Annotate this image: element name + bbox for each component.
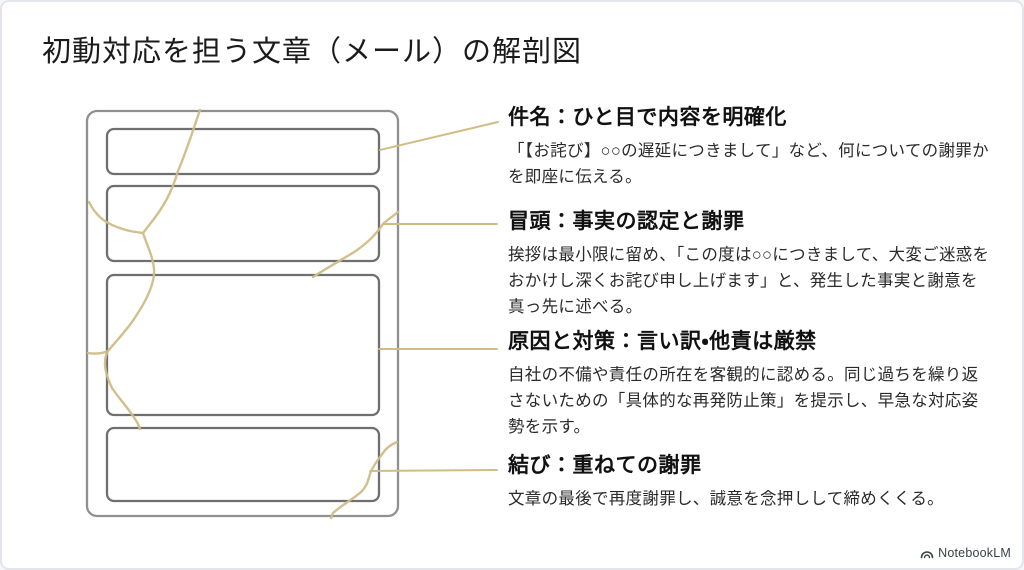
kintsugi-crack-left-spur — [86, 349, 110, 355]
section-body: 挨拶は最小限に留め、「この度は○○につきまして、大変ご迷惑をおかけし深くお詫び申… — [508, 245, 990, 316]
kintsugi-crack-right-upper — [311, 210, 400, 279]
section-opening: 冒頭：事実の認定と謝罪 挨拶は最小限に留め、「この度は○○につきまして、大変ご迷… — [508, 208, 994, 320]
section-body: 「【お詫び】○○の遅延につきまして」など、何についての謝罪かを即座に伝える。 — [508, 141, 989, 186]
opening-box — [105, 184, 381, 263]
section-heading: 原因と対策：言い訳・他責は厳禁 — [508, 330, 817, 353]
kintsugi-crack-center — [103, 231, 156, 431]
closing-box — [105, 426, 381, 503]
notebooklm-icon — [920, 551, 934, 559]
connector-line-subject — [379, 121, 499, 151]
kintsugi-crack-left-upper — [87, 200, 145, 235]
subject-box — [105, 127, 381, 176]
notebooklm-wordmark: NotebookLM — [938, 546, 1011, 560]
kintsugi-crack-top — [141, 108, 202, 235]
kintsugi-crack-right-lower — [329, 440, 399, 520]
page-title: 初動対応を担う文章（メール）の解剖図 — [42, 36, 583, 68]
section-body: 文章の最後で再度謝罪し、誠意を念押しして締めくくる。 — [508, 489, 944, 508]
cause-box — [105, 273, 381, 417]
section-heading: 冒頭：事実の認定と謝罪 — [508, 210, 745, 233]
notebooklm-logo: NotebookLM — [920, 546, 1011, 560]
section-heading: 結び：重ねての謝罪 — [508, 454, 702, 477]
connector-line-closing — [369, 469, 498, 472]
section-body: 自社の不備や責任の所在を客観的に認める。同じ過ちを繰り返さないための「具体的な再… — [508, 365, 979, 436]
section-subject: 件名：ひと目で内容を明確化 「【お詫び】○○の遅延につきまして」など、何について… — [508, 104, 994, 190]
section-closing: 結び：重ねての謝罪 文章の最後で再度謝罪し、誠意を念押しして締めくくる。 — [508, 452, 994, 512]
section-heading: 件名：ひと目で内容を明確化 — [508, 106, 787, 129]
section-cause: 原因と対策：言い訳・他責は厳禁 自社の不備や責任の所在を客観的に認める。同じ過ち… — [508, 328, 994, 440]
